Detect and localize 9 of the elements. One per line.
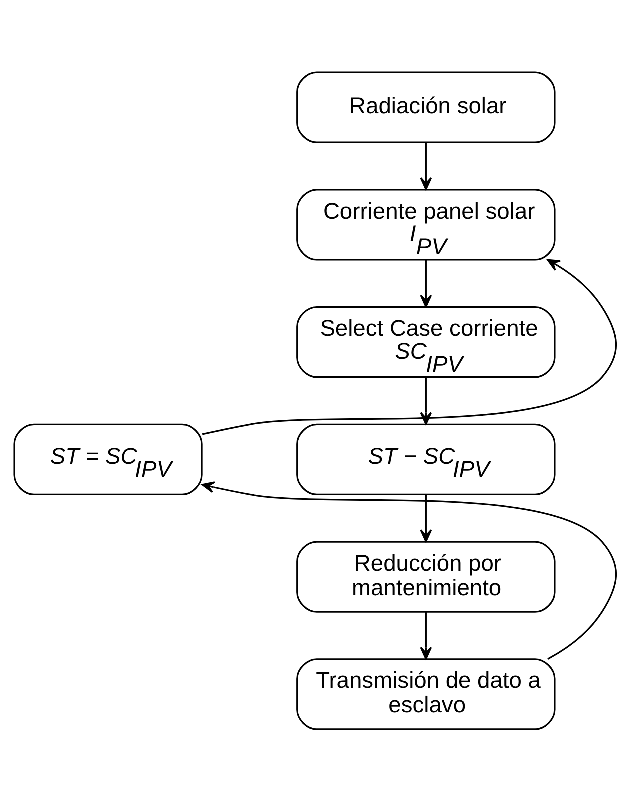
arrow (420, 494, 432, 542)
arrow (420, 260, 432, 308)
arrow (420, 142, 432, 190)
arrow (420, 612, 432, 660)
node-box: Reducción por mantenimiento (296, 540, 556, 612)
node-box: Radiación solar (296, 71, 556, 143)
arrow (202, 481, 617, 660)
arrow (202, 258, 617, 435)
node-box: Transmisión de dato a esclavo (296, 658, 556, 730)
